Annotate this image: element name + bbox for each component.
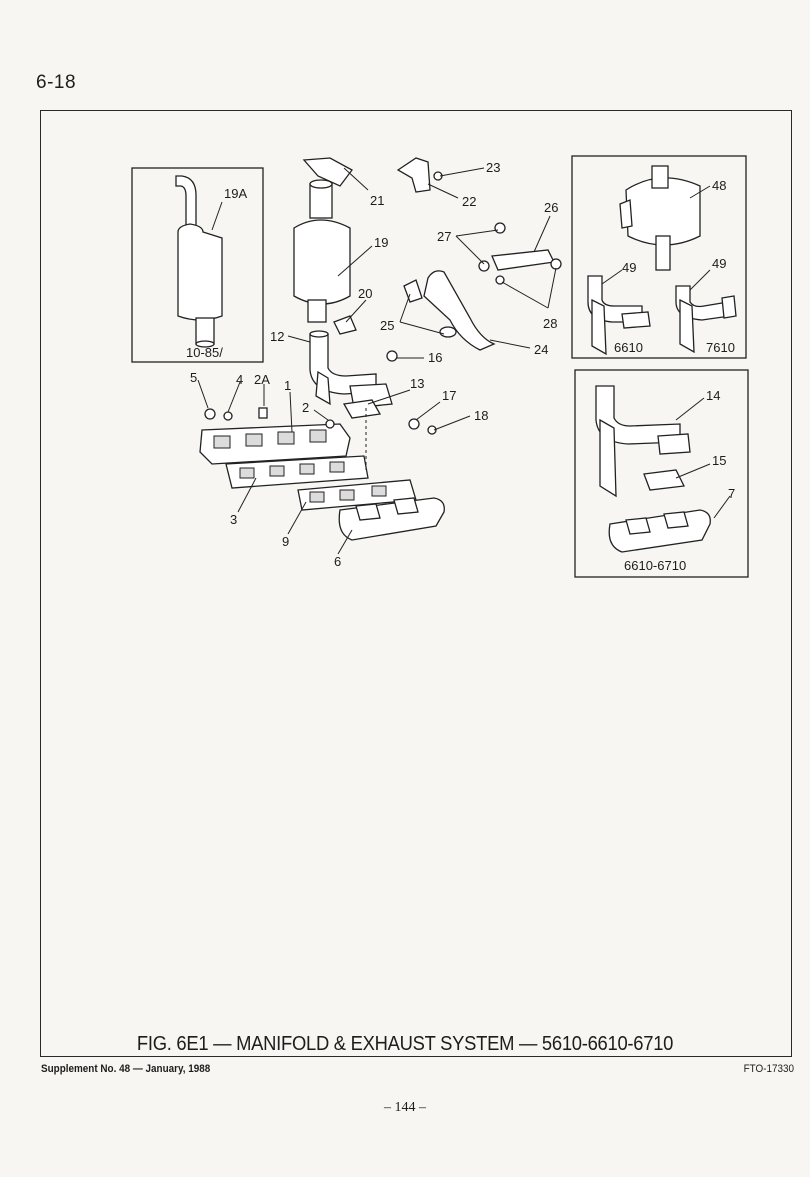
callout-25: 25 bbox=[380, 318, 394, 333]
callout-19: 19 bbox=[374, 235, 388, 250]
callout-27: 27 bbox=[437, 229, 451, 244]
pipe-6610 bbox=[587, 275, 651, 356]
support-bracket-24 bbox=[403, 270, 496, 351]
callout-5: 5 bbox=[190, 370, 197, 385]
exhaust-manifold-6 bbox=[338, 497, 445, 541]
callout-26: 26 bbox=[544, 200, 558, 215]
callout-17: 17 bbox=[442, 388, 456, 403]
sheet-page-number: – 144 – bbox=[384, 1100, 426, 1115]
intake-manifold-1 bbox=[199, 407, 351, 465]
callout-18: 18 bbox=[474, 408, 488, 423]
strap-26 bbox=[478, 222, 562, 285]
callout-23: 23 bbox=[486, 160, 500, 175]
callout-16: 16 bbox=[428, 350, 442, 365]
exhaust-manifold-7 bbox=[608, 509, 711, 553]
inset-box-left bbox=[131, 167, 264, 363]
bracket-22 bbox=[396, 157, 443, 193]
callout-2a: 2A bbox=[254, 372, 270, 387]
callout-28: 28 bbox=[543, 316, 557, 331]
pipe-7610 bbox=[675, 285, 737, 354]
callout-15: 15 bbox=[712, 453, 726, 468]
callout-4: 4 bbox=[236, 372, 243, 387]
clamp-20 bbox=[333, 315, 357, 335]
inset-caption-7610: 7610 bbox=[706, 340, 735, 355]
muffler-48 bbox=[619, 165, 701, 271]
callout-48: 48 bbox=[712, 178, 726, 193]
inset-box-right-top bbox=[571, 155, 747, 359]
callout-12: 12 bbox=[270, 329, 284, 344]
inset-caption-6610: 6610 bbox=[614, 340, 643, 355]
page-number: 6-18 bbox=[36, 72, 77, 93]
nut-17 bbox=[408, 418, 420, 430]
gasket-3 bbox=[225, 455, 369, 489]
callout-20: 20 bbox=[358, 286, 372, 301]
figure-title: FIG. 6E1 — MANIFOLD & EXHAUST SYSTEM — 5… bbox=[136, 1033, 674, 1055]
callout-13: 13 bbox=[410, 376, 424, 391]
callout-22: 22 bbox=[462, 194, 476, 209]
muffler-19a bbox=[175, 175, 223, 348]
figure-frame bbox=[40, 110, 792, 1057]
callout-14: 14 bbox=[706, 388, 720, 403]
muffler-19 bbox=[293, 157, 353, 323]
inset-caption-10-85: 10-85/ bbox=[186, 345, 223, 360]
exhaust-pipe-12 bbox=[309, 330, 393, 409]
callout-9: 9 bbox=[282, 534, 289, 549]
callout-3: 3 bbox=[230, 512, 237, 527]
callout-21: 21 bbox=[370, 193, 384, 208]
callout-49-right: 49 bbox=[712, 256, 726, 271]
callout-24: 24 bbox=[534, 342, 548, 357]
gasket-13 bbox=[342, 399, 382, 419]
callout-2: 2 bbox=[302, 400, 309, 415]
bolt-18 bbox=[427, 425, 437, 435]
callout-19a: 19A bbox=[224, 186, 247, 201]
reference-code: FTO-17330 bbox=[743, 1063, 794, 1075]
callout-6: 6 bbox=[334, 554, 341, 569]
inset-box-right-bottom bbox=[574, 369, 749, 578]
callout-7: 7 bbox=[728, 486, 735, 501]
bolt-16 bbox=[386, 350, 398, 362]
inset-caption-6610-6710: 6610-6710 bbox=[624, 558, 686, 573]
callout-1: 1 bbox=[284, 378, 291, 393]
callout-49-left: 49 bbox=[622, 260, 636, 275]
supplement-note: Supplement No. 48 — January, 1988 bbox=[41, 1063, 211, 1075]
gasket-15 bbox=[643, 469, 685, 491]
pipe-14 bbox=[595, 385, 691, 498]
